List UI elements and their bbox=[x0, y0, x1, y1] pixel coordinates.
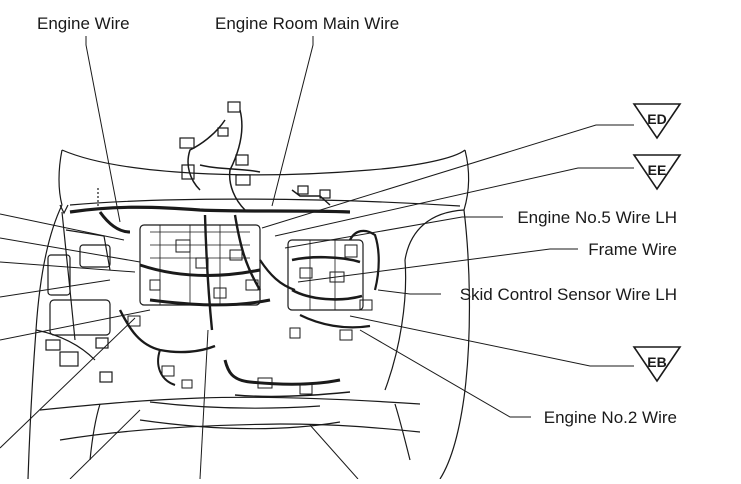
leader-lines bbox=[0, 36, 634, 480]
ground-label-ee: EE bbox=[648, 162, 667, 178]
ground-point-ed: ED bbox=[632, 103, 682, 140]
ground-label-ed: ED bbox=[647, 111, 666, 127]
label-engine-wire: Engine Wire bbox=[37, 14, 130, 33]
label-skid-control-sensor-wire-lh: Skid Control Sensor Wire LH bbox=[460, 285, 677, 304]
leader-frame-wire bbox=[297, 248, 578, 283]
leader-ed bbox=[261, 124, 634, 229]
leader-engine-no5-wire bbox=[284, 216, 503, 249]
label-frame-wire: Frame Wire bbox=[588, 240, 677, 259]
leader-skid-control bbox=[377, 289, 441, 295]
ground-point-eb: EB bbox=[632, 346, 682, 383]
leader-engine-wire bbox=[85, 36, 121, 223]
leader-ee bbox=[274, 167, 634, 237]
vehicle-body-outline bbox=[27, 149, 471, 480]
leader-eb bbox=[349, 315, 634, 367]
leader-engine-no2 bbox=[359, 329, 531, 418]
central-harness-bundle bbox=[69, 101, 380, 398]
label-engine-no5-wire-lh: Engine No.5 Wire LH bbox=[517, 208, 677, 227]
label-engine-room-main-wire: Engine Room Main Wire bbox=[215, 14, 399, 33]
ground-point-ee: EE bbox=[632, 154, 682, 191]
leader-engine-room-main-wire bbox=[271, 36, 314, 207]
label-engine-no2-wire: Engine No.2 Wire bbox=[544, 408, 677, 427]
ground-label-eb: EB bbox=[647, 354, 666, 370]
